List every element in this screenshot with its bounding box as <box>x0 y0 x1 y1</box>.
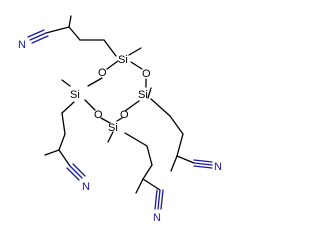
chain-bl-bond-3 <box>58 133 66 151</box>
atom-o-top-left: O <box>98 67 107 79</box>
siloxane-ring <box>84 60 147 124</box>
chain-tl-bond-1 <box>103 39 117 57</box>
atom-n-right: N <box>214 161 222 173</box>
chain-tl-nitrile-2 <box>27 29 45 38</box>
chain-bl-bond-4 <box>58 149 71 167</box>
ring-bond-sitop-otr <box>130 61 143 70</box>
chain-bl-nitrile-1 <box>69 165 83 179</box>
atom-si-right: Si <box>138 89 148 101</box>
atom-o-top-right: O <box>142 68 151 80</box>
ring-bond-siright-obr <box>124 100 140 112</box>
methyl-bond-sibottom <box>107 131 114 143</box>
chain-tl-bond-3 <box>68 26 81 41</box>
chain-bl-nitrile-2 <box>72 163 86 177</box>
chain-b-nitrile-3 <box>154 189 158 210</box>
atom-n-bottom: N <box>153 212 161 224</box>
chain-bl-nitrile-3 <box>66 167 80 181</box>
atom-si-top: Si <box>118 54 128 66</box>
ring-bond-obr-sibottom <box>116 117 123 122</box>
chain-b-nitrile-1 <box>157 189 161 210</box>
chain-bottom-left <box>44 101 86 181</box>
atom-o-bottom-left: O <box>94 109 103 121</box>
ring-bond-otl-sitop <box>106 60 119 70</box>
chain-tl-bond-4 <box>45 26 70 34</box>
ring-bond-sileft-obl <box>84 99 96 111</box>
chain-bottom <box>124 132 164 210</box>
chain-r-bond-2 <box>169 115 184 135</box>
methyl-bond-siright <box>147 87 152 99</box>
chain-bl-bond-2 <box>61 112 66 135</box>
chain-b-bond-1 <box>124 132 148 147</box>
ring-bond-otl-sileft <box>87 77 103 87</box>
chain-right <box>150 98 213 172</box>
atom-si-left: Si <box>70 89 80 101</box>
chain-r-nitrile-3 <box>193 165 213 169</box>
chain-r-methyl-bond <box>170 155 178 172</box>
chain-tl-nitrile-1 <box>29 32 47 41</box>
chain-b-bond-4 <box>142 178 161 191</box>
methyl-bond-sitop <box>128 47 142 56</box>
methyl-bond-sileft <box>61 79 71 87</box>
atom-n-bottom-left: N <box>82 181 90 193</box>
chain-r-nitrile-1 <box>193 162 213 166</box>
chain-tl-nitrile-3 <box>31 35 49 44</box>
chain-b-methyl-bond <box>135 178 144 194</box>
chain-r-bond-4 <box>176 155 195 164</box>
atom-si-bottom: Si <box>108 122 118 134</box>
chain-r-nitrile-2 <box>193 159 213 163</box>
chain-r-bond-3 <box>176 133 184 157</box>
atom-n-top-left: N <box>18 39 26 51</box>
chain-b-bond-3 <box>142 164 153 180</box>
chain-b-bond-2 <box>146 145 153 166</box>
chain-r-bond-1 <box>150 98 171 117</box>
chain-bl-bond-1 <box>61 101 75 114</box>
ring-bond-obl-sibottom <box>100 117 111 124</box>
molecule-structure: Si O O Si Si O O Si N N N N <box>18 15 222 224</box>
chain-bl-methyl-bond <box>44 149 60 156</box>
molecule-diagram: Si O O Si Si O O Si N N N N <box>18 15 222 224</box>
atom-o-bottom-right: O <box>120 109 129 121</box>
atom-labels: Si O O Si Si O O Si N N N N <box>18 39 222 224</box>
chain-tl-methyl-bond <box>68 15 72 28</box>
chain-b-nitrile-2 <box>160 189 164 210</box>
methyl-groups <box>61 47 152 143</box>
chain-top-left <box>27 15 117 57</box>
